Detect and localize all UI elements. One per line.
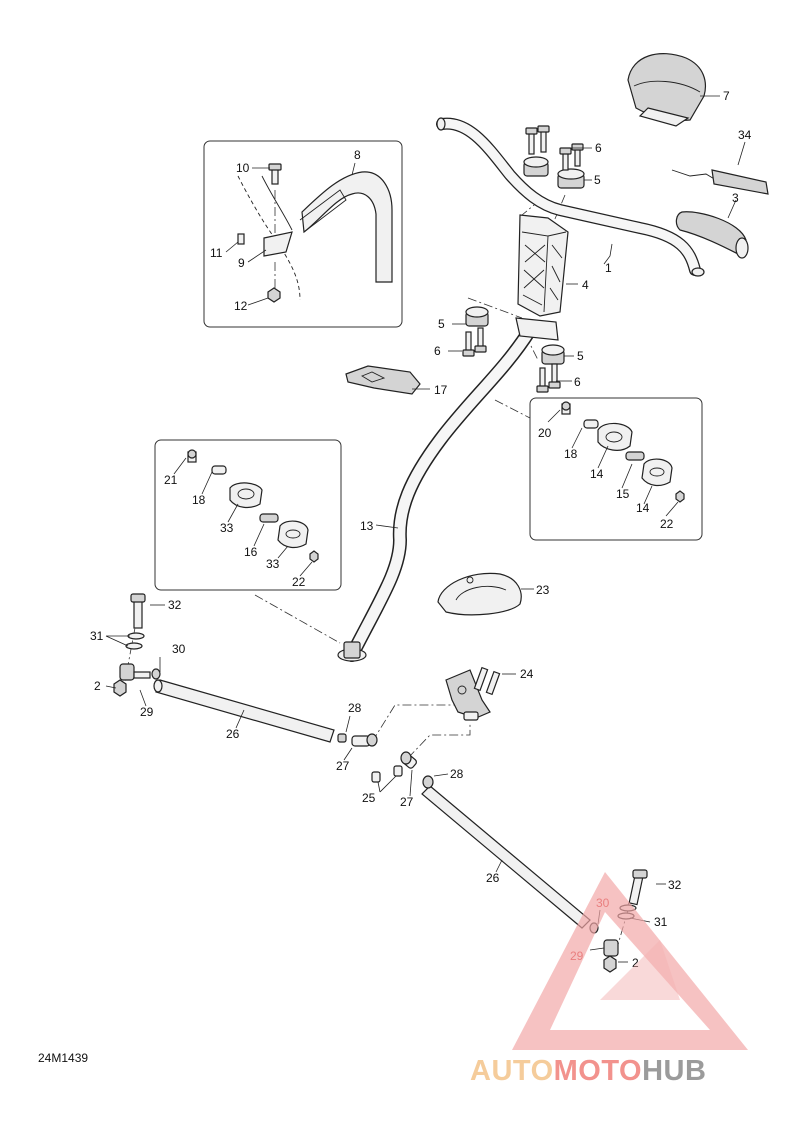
callout-22: 22: [292, 575, 306, 589]
callout-8: 8: [354, 148, 361, 162]
bolt-10: [268, 163, 282, 185]
bolt-lower-right-1: [536, 367, 549, 393]
callout-5: 5: [438, 317, 445, 331]
callout-24: 24: [520, 667, 534, 681]
tie-rod-right: [421, 775, 591, 929]
callout-31: 31: [654, 915, 668, 929]
bolt-top-2: [537, 125, 550, 153]
hand-guard-detail: [237, 171, 393, 301]
callout-11: 11: [210, 246, 223, 260]
heater-element: [671, 169, 769, 195]
mounting-plate: [345, 365, 421, 395]
connection-line: [551, 194, 566, 227]
watermark-text-auto: AUTO: [470, 1055, 554, 1087]
callout-27: 27: [400, 795, 414, 809]
callout-29: 29: [140, 705, 154, 719]
riser-clamp-top-left: [523, 156, 549, 177]
steering-column: [337, 317, 559, 662]
callout-26: 26: [486, 871, 500, 885]
tie-rod-end-left: [113, 663, 161, 697]
pin-11: [237, 233, 245, 245]
callout-17: 17: [434, 383, 448, 397]
callout-9: 9: [238, 256, 245, 270]
callout-18: 18: [192, 493, 206, 507]
callout-12: 12: [234, 299, 248, 313]
watermark-text: AUTOMOTOHUB: [470, 1055, 706, 1087]
bolt-lower-right-2: [548, 363, 561, 389]
clamp-detail-left: [187, 449, 319, 563]
steering-bracket: [445, 666, 501, 721]
callout-13: 13: [360, 519, 374, 533]
riser-clamp-lower-right: [541, 344, 565, 365]
callout-31: 31: [90, 629, 104, 643]
callout-22: 22: [660, 517, 674, 531]
callout-23: 23: [536, 583, 550, 597]
grip: [675, 211, 749, 259]
riser-clamp-lower-left: [465, 306, 489, 327]
callout-18: 18: [564, 447, 578, 461]
tie-rod-left: [153, 679, 347, 743]
watermark-text-moto: MOTO: [554, 1055, 642, 1087]
callout-14: 14: [636, 501, 650, 515]
bolt-32-left: [125, 593, 146, 650]
callout-6: 6: [595, 141, 602, 155]
callout-2: 2: [94, 679, 101, 693]
callout-1: 1: [605, 261, 612, 275]
detail-box-top-left: [203, 140, 403, 328]
riser-block: [517, 214, 569, 317]
callout-6: 6: [574, 375, 581, 389]
tie-rod-end-center-left: [351, 733, 378, 747]
callout-15: 15: [616, 487, 630, 501]
watermark-triangle-icon: [512, 872, 748, 1050]
riser-clamp-top-right: [557, 168, 585, 189]
detail-box-left: [154, 439, 342, 591]
callout-26: 26: [226, 727, 240, 741]
callout-33: 33: [220, 521, 234, 535]
callout-30: 30: [172, 642, 186, 656]
bolt-lower-left-1: [462, 331, 475, 357]
bolt-top-3: [559, 147, 572, 171]
spacers-25: [371, 765, 403, 783]
nut-12: [267, 287, 281, 303]
callout-10: 10: [236, 161, 250, 175]
handlebar-pad: [627, 53, 707, 127]
callout-5: 5: [594, 173, 601, 187]
detail-box-right: [529, 397, 703, 541]
callout-4: 4: [582, 278, 589, 292]
callout-20: 20: [538, 426, 552, 440]
callout-33: 33: [266, 557, 280, 571]
callout-25: 25: [362, 791, 376, 805]
handlebar: [436, 117, 705, 277]
connection-line: [254, 594, 341, 644]
bolt-lower-left-2: [474, 327, 487, 353]
callout-6: 6: [434, 344, 441, 358]
callout-34: 34: [738, 128, 752, 142]
clamp-detail-right: [561, 401, 685, 503]
watermark-logo: AUTOMOTOHUB: [470, 872, 748, 1087]
callout-28: 28: [450, 767, 464, 781]
callout-32: 32: [168, 598, 182, 612]
callout-3: 3: [732, 191, 739, 205]
callout-labels: 7 34 3 6 5 1 4 5 6 5 6 17 8 10 11 9 12 2…: [90, 89, 752, 970]
callout-7: 7: [723, 89, 730, 103]
callout-28: 28: [348, 701, 362, 715]
callout-5: 5: [577, 349, 584, 363]
connection-line: [407, 722, 471, 759]
callout-21: 21: [164, 473, 178, 487]
leader-lines: [105, 95, 746, 963]
bolt-top-1: [525, 127, 538, 155]
connection-line: [494, 399, 531, 419]
tie-rod-end-center-right: [400, 751, 417, 769]
callout-27: 27: [336, 759, 350, 773]
callout-32: 32: [668, 878, 682, 892]
steering-cover: [437, 572, 522, 616]
bolt-top-4: [571, 143, 584, 167]
connection-line: [467, 297, 523, 319]
diagram-code: 24M1439: [38, 1051, 88, 1065]
callout-16: 16: [244, 545, 258, 559]
callout-2: 2: [632, 956, 639, 970]
callout-14: 14: [590, 467, 604, 481]
watermark-text-hub: HUB: [642, 1055, 706, 1087]
